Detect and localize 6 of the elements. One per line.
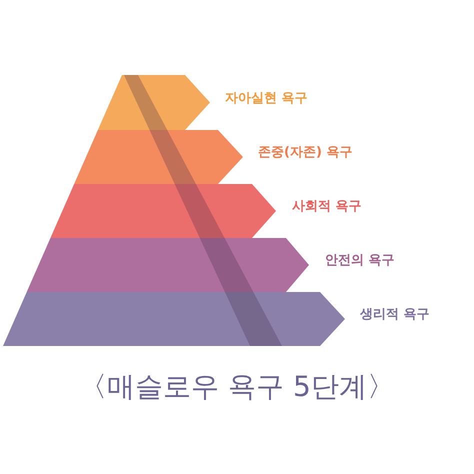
tier-label: 사회적 욕구	[292, 198, 362, 215]
tier-label: 자아실현 욕구	[225, 90, 308, 106]
tier-label: 안전의 욕구	[325, 252, 395, 269]
tier-label: 존중(자존) 욕구	[258, 144, 352, 161]
caption: 〈매슬로우 욕구 5단계〉	[79, 369, 395, 405]
tier-label: 생리적 욕구	[360, 306, 430, 323]
